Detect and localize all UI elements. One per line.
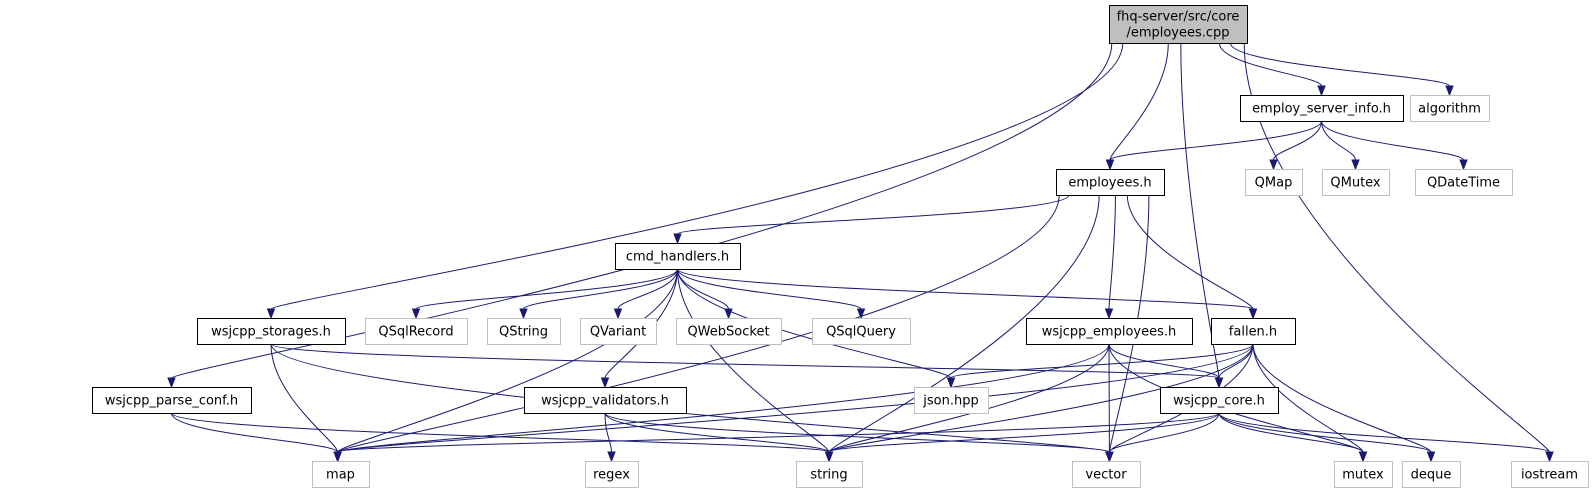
node-label: employ_server_info.h — [1252, 102, 1391, 117]
node-wsjcpp-storages[interactable]: wsjcpp_storages.h — [197, 318, 346, 345]
node-label: cmd_handlers.h — [626, 250, 729, 265]
node-label: QSqlQuery — [826, 325, 896, 340]
edge-cmd_handlers-to-QSqlRecord — [411, 268, 678, 320]
node-wsjcpp-core[interactable]: wsjcpp_core.h — [1160, 387, 1279, 414]
edge-employ_server_info-to-QMutex — [1321, 120, 1360, 171]
edge-wsjcpp_core-to-iostream — [1218, 412, 1554, 463]
node-cmd-handlers[interactable]: cmd_handlers.h — [615, 243, 741, 270]
edge-cmd_handlers-to-QString — [519, 268, 678, 320]
node-label: QMutex — [1330, 176, 1381, 191]
edge-wsjcpp_core-to-map — [333, 412, 1220, 463]
edge-root-to-employ_server_info — [1218, 42, 1326, 97]
edge-wsjcpp_validators-to-regex — [604, 412, 616, 463]
node-vector: vector — [1072, 461, 1141, 488]
edge-root-to-algorithm — [1229, 42, 1454, 97]
node-fallen[interactable]: fallen.h — [1211, 318, 1296, 345]
edge-wsjcpp_core-to-mutex — [1218, 412, 1368, 463]
node-label: /employees.cpp — [1126, 26, 1229, 41]
node-label: QDateTime — [1427, 176, 1500, 191]
node-iostream: iostream — [1511, 461, 1589, 488]
node-QVariant: QVariant — [580, 318, 657, 345]
node-label: employees.h — [1068, 176, 1151, 191]
node-label: wsjcpp_employees.h — [1042, 325, 1176, 340]
edge-wsjcpp_core-to-string — [824, 412, 1220, 463]
node-label: vector — [1085, 468, 1127, 483]
edge-root-to-wsjcpp_storages — [266, 42, 1124, 320]
edge-wsjcpp_employees-to-vector — [1105, 343, 1114, 463]
node-label: wsjcpp_storages.h — [211, 325, 331, 340]
edge-wsjcpp_parse_conf-to-string — [171, 412, 834, 463]
edge-fallen-to-wsjcpp_core — [1214, 343, 1254, 389]
node-employ-server-info[interactable]: employ_server_info.h — [1240, 95, 1404, 122]
node-mutex: mutex — [1334, 461, 1393, 488]
node-label: json.hpp — [922, 394, 978, 409]
edge-wsjcpp_core-to-deque — [1218, 412, 1436, 463]
node-deque: deque — [1402, 461, 1461, 488]
node-label: QWebSocket — [687, 325, 769, 340]
node-QMap: QMap — [1245, 169, 1303, 196]
node-map: map — [312, 461, 370, 488]
node-label: mutex — [1342, 468, 1384, 483]
nodes-layer: fhq-server/src/core/employees.cpp employ_… — [92, 5, 1589, 488]
edge-cmd_handlers-to-fallen — [677, 268, 1258, 320]
node-algorithm: algorithm — [1410, 95, 1490, 122]
edge-employees_h-to-fallen — [1126, 194, 1258, 320]
node-QDateTime: QDateTime — [1415, 169, 1513, 196]
node-label: QString — [499, 325, 548, 340]
edge-employ_server_info-to-employees_h — [1105, 120, 1322, 171]
node-wsjcpp-validators[interactable]: wsjcpp_validators.h — [524, 387, 687, 414]
node-label: QVariant — [590, 325, 646, 340]
edge-wsjcpp_validators-to-vector — [604, 412, 1114, 463]
node-QSqlRecord: QSqlRecord — [365, 318, 468, 345]
edge-employees_h-to-cmd_handlers — [673, 194, 1070, 245]
node-label: iostream — [1521, 468, 1578, 483]
node-label: fallen.h — [1229, 325, 1277, 340]
node-label: wsjcpp_core.h — [1173, 394, 1265, 409]
node-QSqlQuery: QSqlQuery — [812, 318, 911, 345]
node-wsjcpp-parse-conf[interactable]: wsjcpp_parse_conf.h — [92, 387, 252, 414]
node-QMutex: QMutex — [1322, 169, 1390, 196]
edge-employ_server_info-to-QDateTime — [1321, 120, 1468, 171]
node-label: deque — [1411, 468, 1452, 483]
edge-cmd_handlers-to-QVariant — [613, 268, 678, 320]
edge-wsjcpp_employees-to-map — [333, 343, 1110, 463]
edge-fallen-to-json — [946, 343, 1254, 389]
edge-root-to-employees_h — [1105, 42, 1169, 171]
node-string: string — [796, 461, 863, 488]
edge-wsjcpp_core-to-vector — [1105, 412, 1220, 463]
edge-employ_server_info-to-QMap — [1269, 120, 1322, 171]
node-QWebSocket: QWebSocket — [676, 318, 782, 345]
edge-cmd_handlers-to-QSqlQuery — [677, 268, 866, 320]
node-json: json.hpp — [914, 387, 989, 414]
node-regex: regex — [585, 461, 639, 488]
node-label: algorithm — [1418, 102, 1481, 117]
edges-layer — [167, 42, 1554, 463]
node-label: fhq-server/src/core — [1117, 10, 1240, 25]
node-label: string — [810, 468, 847, 483]
node-label: QMap — [1255, 176, 1293, 191]
node-label: wsjcpp_validators.h — [541, 394, 669, 409]
node-QString: QString — [487, 318, 561, 345]
node-wsjcpp-employees[interactable]: wsjcpp_employees.h — [1026, 318, 1193, 345]
node-root: fhq-server/src/core/employees.cpp — [1109, 5, 1248, 44]
node-label: QSqlRecord — [378, 325, 453, 340]
node-label: map — [326, 468, 355, 483]
node-label: wsjcpp_parse_conf.h — [105, 394, 238, 409]
edge-fallen-to-deque — [1252, 343, 1436, 463]
edge-employees_h-to-wsjcpp_employees — [1104, 194, 1116, 320]
node-label: regex — [593, 468, 630, 483]
node-employees-h[interactable]: employees.h — [1056, 169, 1165, 196]
